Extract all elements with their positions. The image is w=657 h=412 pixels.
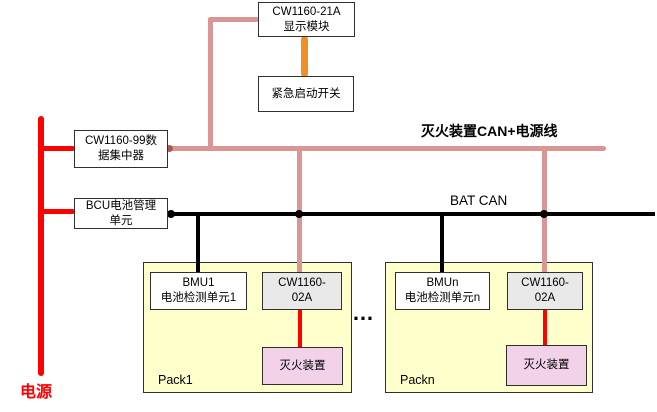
packn-cw1160-02a-box: CW1160- 02A (507, 272, 583, 310)
bcu-line1: BCU电池管理 (85, 199, 157, 212)
bmun-desc: 电池检测单元n (404, 292, 481, 304)
can-power-start-junction-dot (166, 145, 173, 152)
fire-can-power-line-label: 灭火装置CAN+电源线 (421, 123, 558, 139)
bmun-box: BMUn 电池检测单元n (395, 272, 490, 310)
pack1-label: Pack1 (158, 373, 193, 387)
module-to-extinguisher-link-pack1 (298, 309, 302, 349)
display-module-box: CW1160-21A 显示模块 (258, 2, 355, 37)
power-branch-to-bcu (40, 209, 75, 214)
bmu1-box: BMU1 电池检测单元1 (150, 272, 247, 310)
bat-can-label: BAT CAN (450, 193, 508, 208)
packn-module-model-line2: 02A (534, 292, 556, 304)
bat-can-bus-line (168, 212, 655, 216)
bmun-name: BMUn (426, 277, 459, 290)
packn-label: Packn (400, 373, 435, 387)
packs-ellipsis: … (352, 300, 376, 325)
data-concentrator-line2: 据集中器 (98, 150, 144, 162)
power-branch-to-concentrator (40, 146, 75, 151)
power-source-label: 电源 (20, 384, 53, 401)
pack1-module-model-line2: 02A (291, 292, 313, 304)
power-bus-line (38, 116, 44, 376)
data-concentrator-line1: CW1160-99数 (84, 135, 157, 148)
bat-can-drop-bmun (440, 214, 444, 274)
bcu-line2: 单元 (109, 214, 133, 227)
packn-extinguisher-box: 灭火装置 (506, 345, 587, 386)
bat-can-packn-junction-dot (540, 210, 548, 218)
display-module-model: CW1160-21A (272, 5, 341, 18)
pack1-extinguisher-label: 灭火装置 (279, 359, 326, 372)
bat-can-pack1-junction-dot (295, 210, 303, 218)
can-power-riser-vertical (208, 17, 213, 151)
packn-module-model-line1: CW1160- (521, 277, 569, 290)
bat-can-drop-bmu1 (196, 214, 200, 274)
bmu1-name: BMU1 (182, 277, 215, 290)
emergency-start-switch-label: 紧急启动开关 (271, 87, 341, 100)
display-to-switch-connector (301, 36, 308, 77)
module-to-extinguisher-link-packn (543, 309, 547, 347)
can-power-riser-horizontal (208, 17, 259, 22)
bcu-box: BCU电池管理 单元 (74, 198, 168, 229)
bmu1-desc: 电池检测单元1 (160, 292, 237, 304)
display-module-name: 显示模块 (283, 20, 330, 33)
data-concentrator-box: CW1160-99数 据集中器 (74, 130, 168, 168)
pack1-extinguisher-box: 灭火装置 (262, 347, 343, 385)
fire-can-power-bus-line (168, 146, 606, 151)
packn-extinguisher-label: 灭火装置 (523, 359, 570, 372)
pack1-module-model-line1: CW1160- (278, 277, 326, 290)
emergency-start-switch-box: 紧急启动开关 (258, 76, 354, 112)
pack1-cw1160-02a-box: CW1160- 02A (262, 272, 342, 310)
bat-can-start-junction-dot (167, 210, 175, 218)
